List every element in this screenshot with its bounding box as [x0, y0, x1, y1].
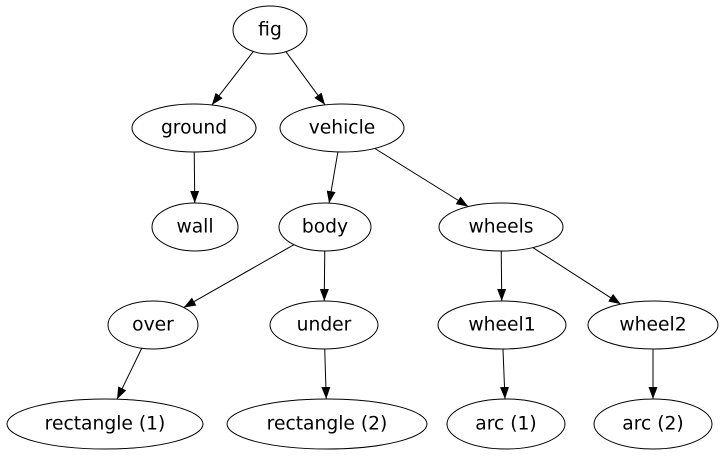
node-ellipse — [587, 300, 719, 350]
node-label: ground — [161, 118, 227, 139]
node-rectangle1: rectangle (1) — [6, 398, 204, 450]
node-ellipse — [278, 202, 372, 252]
node-label: rectangle (1) — [45, 414, 166, 435]
node-ellipse — [107, 300, 199, 350]
edge-fig-vehicle — [285, 51, 326, 106]
edge-body-over — [183, 244, 295, 308]
node-over: over — [107, 300, 199, 350]
node-arc1: arc (1) — [446, 398, 566, 450]
edge-ground-wall — [190, 151, 200, 204]
node-wall: wall — [151, 202, 239, 252]
node-ground: ground — [131, 103, 257, 153]
node-label: wheels — [468, 217, 533, 238]
node-ellipse — [593, 398, 713, 450]
node-label: over — [132, 315, 174, 336]
node-label: wheel1 — [468, 315, 535, 336]
node-label: rectangle (2) — [267, 414, 388, 435]
node-ellipse — [6, 398, 204, 450]
edge-wheels-wheel2 — [532, 247, 621, 305]
node-ellipse — [279, 103, 405, 153]
edge-wheel1-arc1 — [500, 348, 510, 400]
node-label: fig — [258, 20, 282, 41]
node-ellipse — [226, 398, 428, 450]
node-wheels: wheels — [438, 202, 564, 252]
node-rectangle2: rectangle (2) — [226, 398, 428, 450]
node-label: arc (1) — [475, 414, 536, 435]
node-label: body — [302, 217, 348, 238]
node-label: wheel2 — [619, 315, 686, 336]
node-ellipse — [131, 103, 257, 153]
node-ellipse — [438, 202, 564, 252]
node-label: vehicle — [309, 118, 376, 139]
node-ellipse — [151, 202, 239, 252]
edge-vehicle-wheels — [374, 147, 469, 208]
node-fig: fig — [232, 5, 308, 55]
edge-body-under — [319, 250, 329, 302]
node-wheel1: wheel1 — [437, 300, 567, 350]
node-label: wall — [176, 217, 213, 238]
node-wheel2: wheel2 — [587, 300, 719, 350]
edge-fig-ground — [211, 51, 254, 106]
edge-under-rectangle2 — [321, 348, 331, 400]
node-ellipse — [269, 300, 379, 350]
node-ellipse — [446, 398, 566, 450]
node-ellipse — [232, 5, 308, 55]
node-body: body — [278, 202, 372, 252]
edge-vehicle-body — [326, 151, 339, 204]
edge-over-rectangle1 — [116, 348, 143, 400]
node-under: under — [269, 300, 379, 350]
edge-wheels-wheel1 — [497, 250, 507, 302]
node-label: arc (2) — [622, 414, 683, 435]
node-vehicle: vehicle — [279, 103, 405, 153]
node-arc2: arc (2) — [593, 398, 713, 450]
node-ellipse — [437, 300, 567, 350]
node-label: under — [297, 315, 352, 336]
